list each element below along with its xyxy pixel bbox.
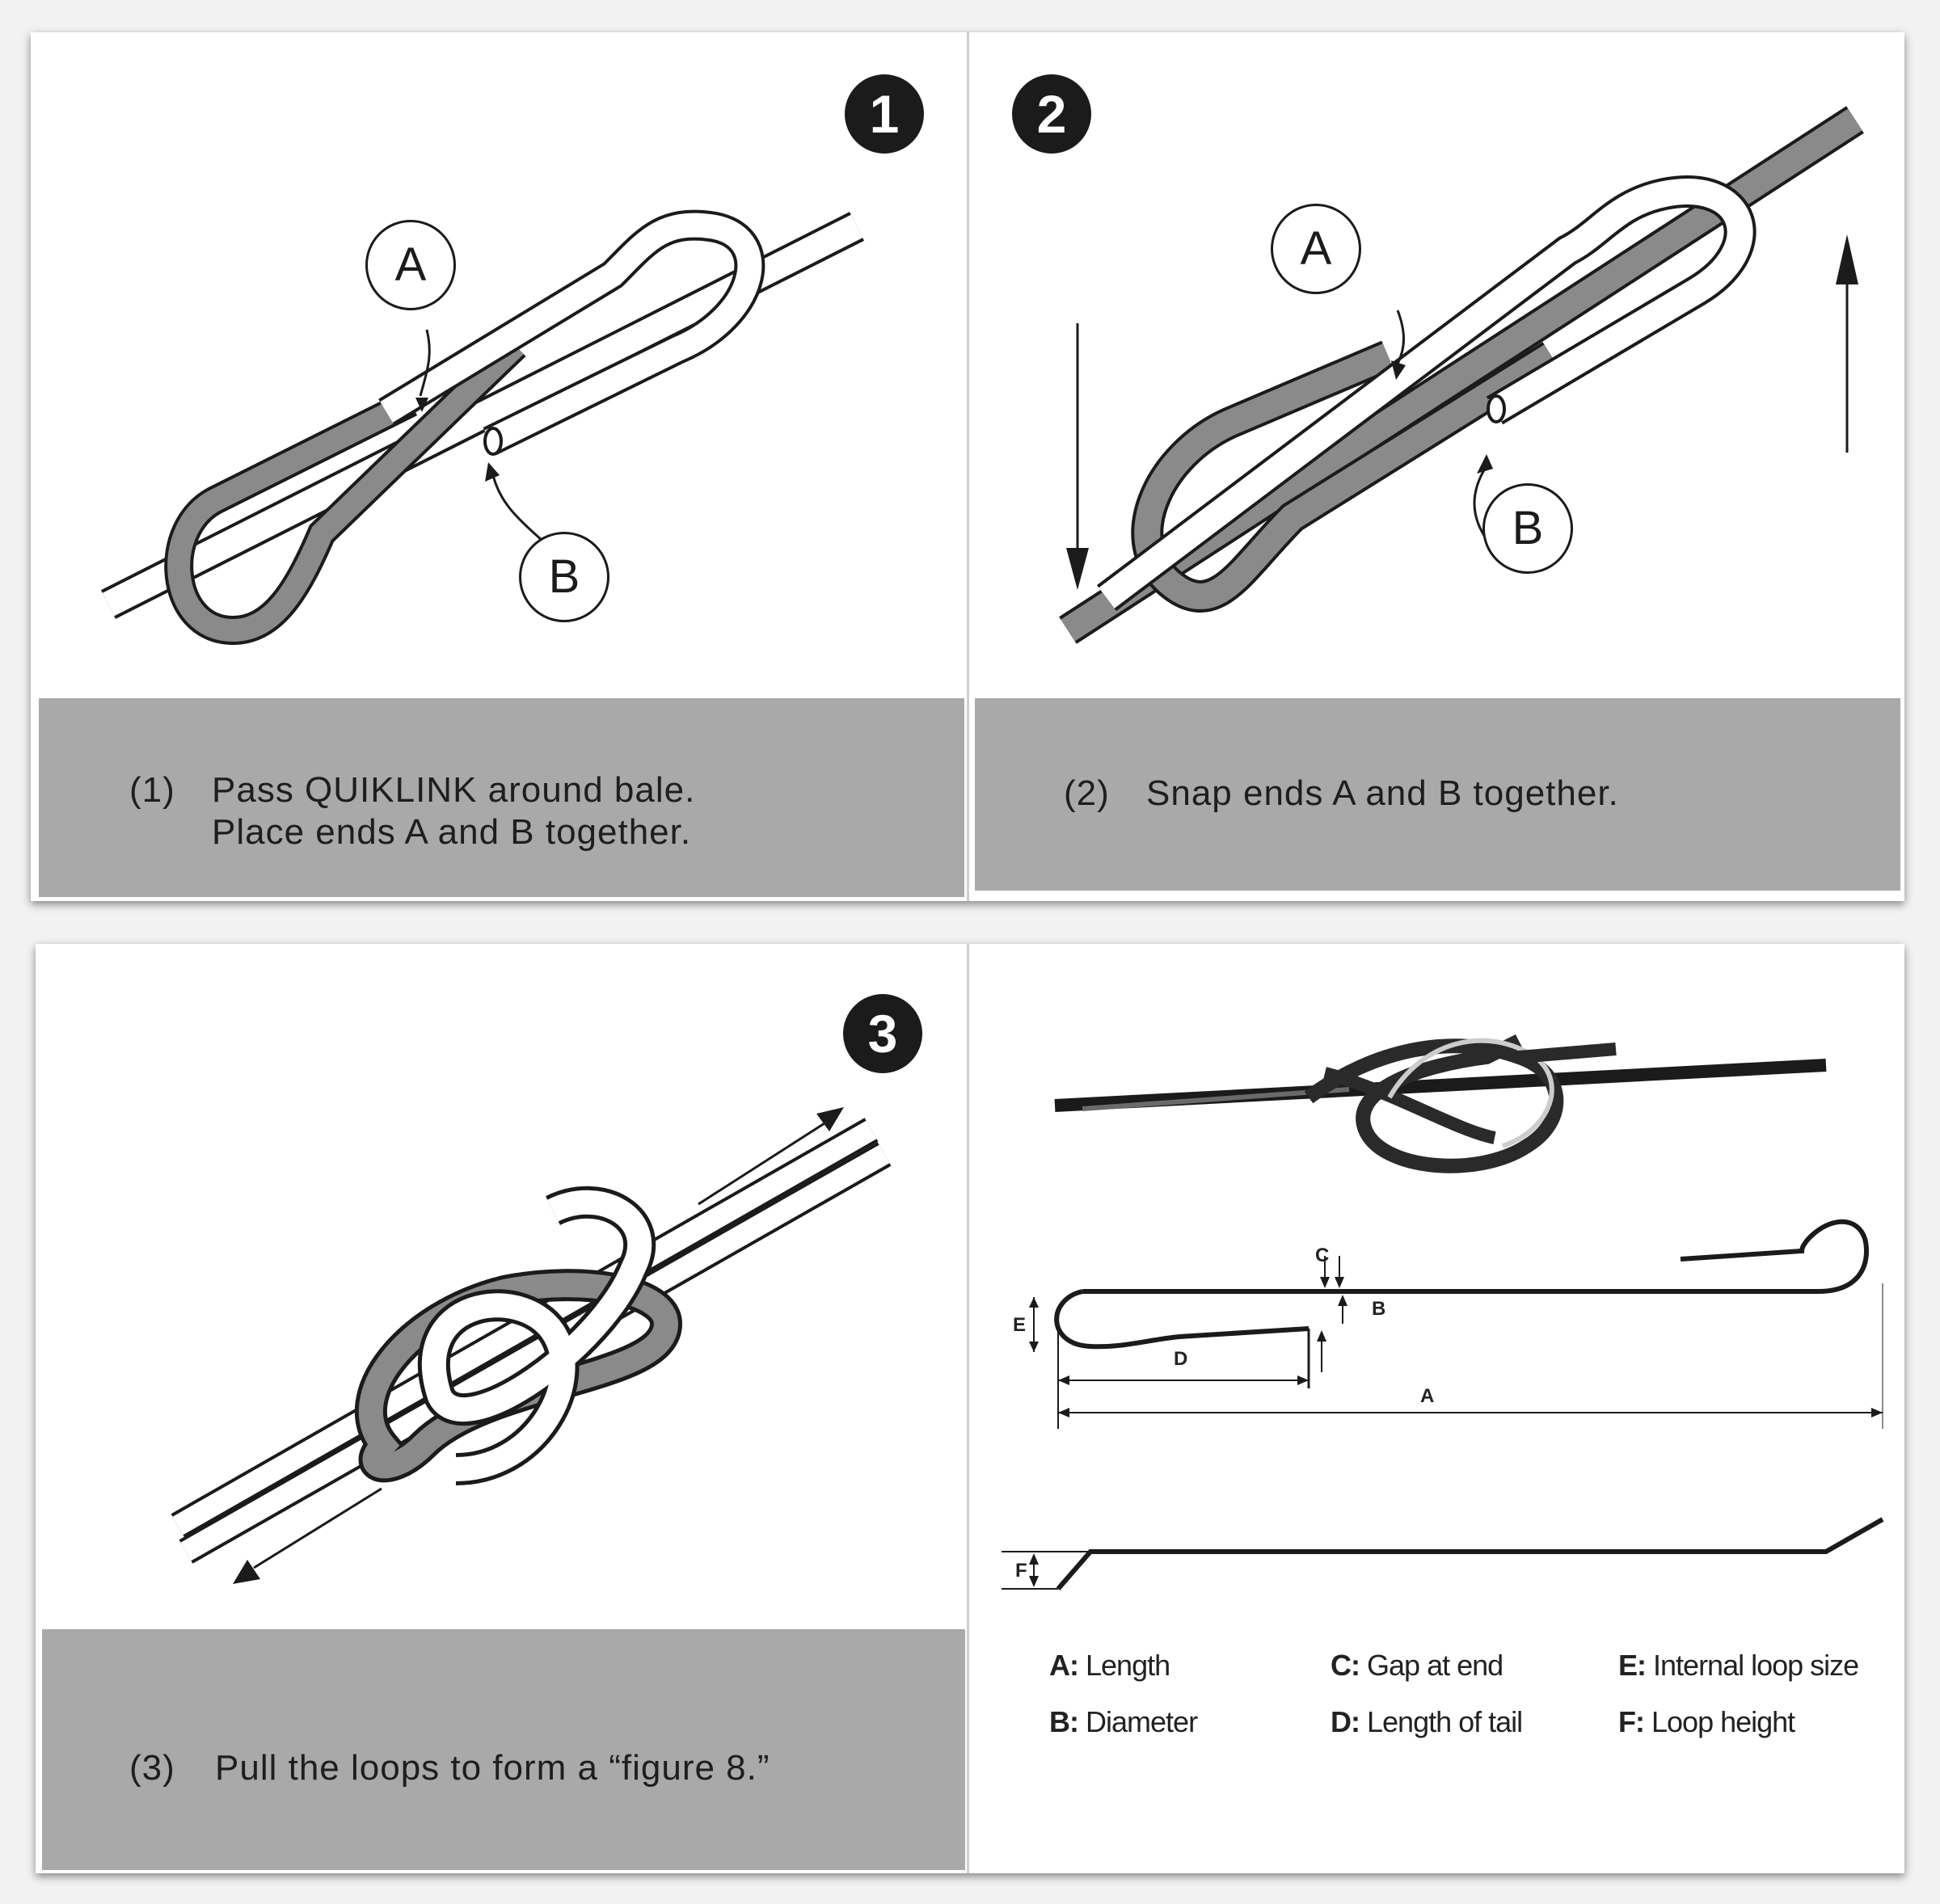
pull-arrow-down-icon xyxy=(233,1487,382,1584)
panel-divider xyxy=(967,32,969,901)
dimension-label-e: E xyxy=(1013,1314,1027,1336)
pull-arrow-up-icon xyxy=(698,1107,844,1206)
step-3-caption: (3) Pull the loops to form a “figure 8.” xyxy=(42,1629,965,1870)
legend-item-c: C: Gap at end xyxy=(1331,1649,1504,1683)
dimension-label-a: A xyxy=(1420,1385,1435,1407)
step-1-caption-number: (1) xyxy=(129,770,175,810)
legend-text: Diameter xyxy=(1086,1705,1198,1738)
legend-key: B: xyxy=(1049,1705,1079,1738)
legend-key: A: xyxy=(1049,1649,1079,1682)
step-3-badge: 3 xyxy=(843,994,922,1073)
step-3-caption-number: (3) xyxy=(129,1748,175,1788)
dimension-label-f: F xyxy=(1015,1560,1027,1582)
step-3-illustration xyxy=(171,1107,892,1584)
dimension-drawings xyxy=(1002,1034,1884,1590)
legend-key: D: xyxy=(1331,1705,1360,1738)
wire-b-loop xyxy=(378,209,765,456)
step-1-caption-line-1: Pass QUIKLINK around bale. xyxy=(212,770,696,810)
step-1-caption: (1) Pass QUIKLINK around bale. Place end… xyxy=(39,698,964,897)
figure-8-knot xyxy=(354,1186,683,1485)
step-1-badge: 1 xyxy=(845,74,924,154)
legend-item-b: B: Diameter xyxy=(1049,1705,1198,1739)
legend-item-e: E: Internal loop size xyxy=(1618,1649,1859,1683)
legend-item-d: D: Length of tail xyxy=(1331,1705,1523,1739)
legend-text: Length xyxy=(1086,1649,1170,1682)
legend-text: Gap at end xyxy=(1367,1649,1504,1682)
wire-a-loop xyxy=(164,335,526,646)
step-1-illustration xyxy=(100,209,865,646)
step-3-caption-line-1: Pull the loops to form a “figure 8.” xyxy=(215,1748,770,1788)
legend-text: Internal loop size xyxy=(1653,1649,1859,1682)
knot-photo xyxy=(1054,1034,1827,1173)
step-2-badge: 2 xyxy=(1012,74,1091,154)
legend-text: Length of tail xyxy=(1367,1705,1523,1738)
step-2-caption-number: (2) xyxy=(1064,773,1110,813)
end-a-label: A xyxy=(365,220,456,310)
loop-height-drawing xyxy=(1002,1517,1884,1590)
end-a-label: A xyxy=(1271,204,1361,294)
dimension-label-c: C xyxy=(1315,1245,1330,1266)
bottom-card: 3 (3) Pull xyxy=(36,944,1904,1873)
step-2-illustration xyxy=(1059,106,1864,644)
step-2-caption: (2) Snap ends A and B together. xyxy=(975,698,1900,891)
dimension-label-b: B xyxy=(1372,1298,1386,1320)
up-arrow-icon xyxy=(1836,234,1858,453)
legend-text: Loop height xyxy=(1651,1705,1795,1738)
step-2-caption-line-1: Snap ends A and B together. xyxy=(1146,773,1619,813)
legend-key: C: xyxy=(1331,1649,1360,1682)
top-card: 1 A B (1) xyxy=(31,32,1904,901)
down-arrow-icon xyxy=(1066,323,1089,590)
end-b-label: B xyxy=(519,532,609,622)
legend-key: E: xyxy=(1618,1649,1647,1682)
step-1-caption-line-2: Place ends A and B together. xyxy=(212,812,692,852)
side-view-drawing xyxy=(1029,1219,1883,1429)
legend-key: F: xyxy=(1618,1705,1645,1738)
panel-divider xyxy=(967,944,969,1873)
dimension-label-d: D xyxy=(1174,1348,1188,1370)
end-b-label: B xyxy=(1482,483,1573,574)
legend-item-a: A: Length xyxy=(1049,1649,1170,1683)
legend-item-f: F: Loop height xyxy=(1618,1705,1795,1739)
